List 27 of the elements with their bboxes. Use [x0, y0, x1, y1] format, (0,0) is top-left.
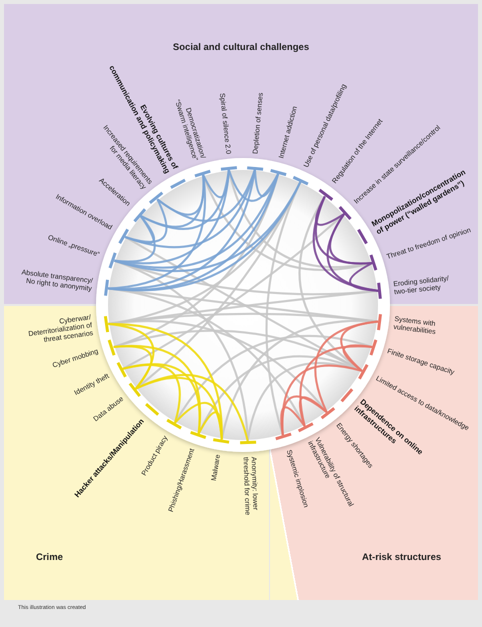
chord [281, 395, 328, 436]
chord [122, 363, 201, 434]
chord [124, 215, 156, 244]
chord [298, 396, 328, 426]
chord [349, 262, 378, 292]
chord [122, 364, 181, 424]
chord [202, 170, 230, 198]
chord [198, 411, 223, 440]
chord [315, 196, 345, 226]
chord [114, 345, 152, 390]
chord [135, 374, 249, 442]
chord [156, 174, 205, 216]
chord [114, 260, 249, 441]
chord [156, 169, 256, 222]
region-heading: Crime [36, 552, 63, 564]
chord [314, 320, 378, 413]
chord [299, 345, 372, 426]
region-heading: At-risk structures [362, 552, 442, 564]
chord [254, 169, 280, 197]
chord [280, 406, 306, 436]
chord [114, 173, 280, 268]
chord [342, 344, 372, 372]
chord [140, 174, 204, 228]
chord [228, 169, 280, 202]
chord [124, 198, 168, 243]
chord [114, 181, 302, 272]
region-heading: Social and cultural challenges [172, 42, 310, 54]
